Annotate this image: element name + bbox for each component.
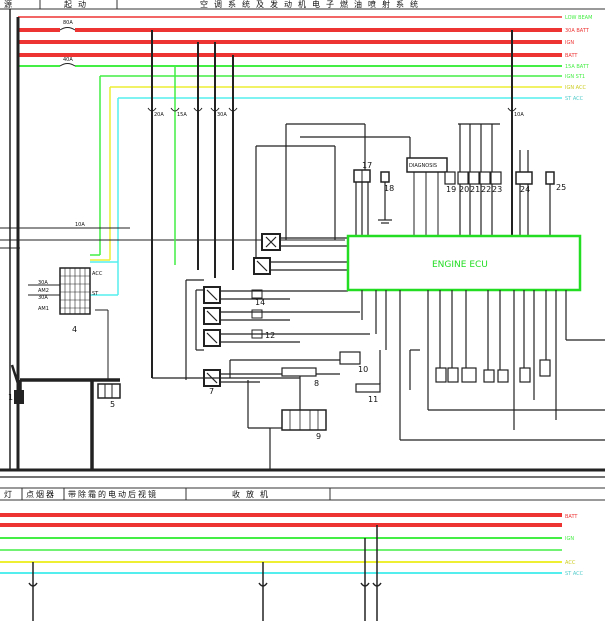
bottom-bus-label-2: ACC: [565, 560, 576, 566]
component-21-label: 21: [470, 185, 480, 194]
component-24-label: 24: [520, 185, 530, 194]
bus-label-4: 15A BATT: [565, 64, 590, 70]
bottom-drops: [28, 525, 382, 621]
component-10-label: 10: [358, 365, 368, 374]
component-20-label: 20: [459, 185, 469, 194]
fuse-30a-1-label: 30A: [38, 280, 48, 286]
component-diagnosis-label: DIAGNOSIS: [409, 163, 437, 169]
component-5-label: 5: [110, 400, 115, 409]
header-cell-start: 起动: [64, 0, 92, 9]
bus-label-6: IGN ACC: [565, 85, 587, 91]
main-fuses: 80A 40A: [59, 20, 76, 67]
component-25-label: 25: [556, 183, 566, 192]
fuse-30a-2-label: 30A: [38, 295, 48, 301]
power-buses-bottom: BATT IGN ACC ST ACC: [0, 513, 584, 577]
lower-components: 8 9 10 11: [229, 350, 381, 470]
switch-label-st: ST: [92, 291, 99, 297]
header-cell-ac-efi: 空调系统及发动机电子燃油喷射系统: [200, 0, 424, 9]
power-buses-top: LOW BEAM 30A BATT IGN BATT 15A BATT IGN …: [18, 15, 592, 102]
bus-label-7: ST ACC: [565, 96, 584, 102]
component-7-label: 7: [209, 387, 214, 396]
fuse-20a-label: 20A: [154, 112, 164, 118]
fuse-15a-label: 15A: [177, 112, 187, 118]
ecu-output-sensors: [435, 359, 551, 383]
ground-bus: [0, 468, 605, 478]
fuse-40a-label: 40A: [63, 57, 73, 63]
ignition-switch-4: ACC ST AM2 AM1 4: [38, 267, 103, 334]
ecu-output-wires: [361, 290, 605, 441]
bottom-header: 灯 点烟器 带除霜的电动后视镜 收放机: [0, 487, 605, 501]
bus-label-0: LOW BEAM: [565, 15, 592, 21]
bus-label-3: BATT: [565, 53, 578, 59]
switch-label-acc: ACC: [92, 271, 103, 277]
component-22-label: 22: [481, 185, 491, 194]
component-1-label: 1: [8, 393, 13, 402]
bottom-bus-label-0: BATT: [565, 514, 578, 520]
component-8-label: 8: [314, 379, 319, 388]
diagnosis-connector: DIAGNOSIS: [406, 157, 448, 235]
fuse-10a-label: 10A: [75, 222, 85, 228]
component-4-label: 4: [72, 325, 77, 334]
bus-label-1: 30A BATT: [565, 28, 590, 34]
bus-label-5: IGN ST1: [565, 74, 585, 80]
bottom-bus-label-3: ST ACC: [565, 571, 584, 577]
component-14-label: 14: [255, 298, 265, 307]
sensors-17-18: 17 18: [353, 161, 394, 237]
component-11-label: 11: [368, 395, 378, 404]
bus-label-2: IGN: [565, 40, 574, 46]
component-12-label: 12: [265, 331, 275, 340]
fuse-10a-ecu-label: 10A: [514, 112, 524, 118]
fuse-80a-label: 80A: [63, 20, 73, 26]
top-header: 源 起动 空调系统及发动机电子燃油喷射系统: [0, 0, 605, 10]
bottom-header-cell-1: 点烟器: [26, 490, 56, 499]
bottom-header-cell-0: 灯: [4, 489, 18, 499]
bottom-header-cell-3: 收放机: [232, 489, 274, 499]
bottom-header-cell-2: 带除霜的电动后视镜: [68, 489, 158, 499]
fuse-30a-ign-label: 30A: [217, 112, 227, 118]
ecu-title: ENGINE ECU: [432, 260, 488, 270]
component-23-label: 23: [492, 185, 502, 194]
component-9-label: 9: [316, 432, 321, 441]
relay-to-ecu-wires: [152, 123, 411, 383]
bottom-bus-label-1: IGN: [565, 536, 574, 542]
starter-circuit: 1 5: [8, 309, 121, 470]
engine-ecu: ENGINE ECU: [346, 234, 582, 292]
component-19-label: 19: [446, 185, 456, 194]
component-18-label: 18: [384, 184, 394, 193]
switch-label-am2: AM2: [38, 288, 49, 294]
fuse-drops: 20A 15A 30A 10A: [147, 30, 524, 378]
injectors: 19 20 21 22 23: [444, 123, 502, 237]
header-cell-power: 源: [4, 0, 18, 9]
switch-label-am1: AM1: [38, 306, 49, 312]
sensors-24-25: 24 25: [515, 150, 566, 237]
component-17-label: 17: [362, 161, 372, 170]
left-power-column: 10A 30A 30A: [0, 9, 345, 470]
